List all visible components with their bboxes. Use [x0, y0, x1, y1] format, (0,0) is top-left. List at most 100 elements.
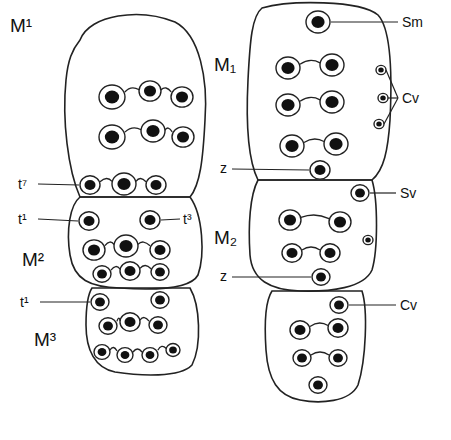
cusp-ring: [320, 244, 340, 262]
cusp-ring: [114, 235, 138, 257]
cusp-tip: [329, 138, 342, 150]
cusp-tip: [169, 347, 177, 354]
cusp-crest: [310, 323, 328, 326]
cusp-tip: [146, 125, 159, 137]
cusp-ring: [312, 269, 330, 286]
cusp-label: t¹: [20, 295, 29, 309]
cusp-tip: [105, 131, 119, 144]
cusp-tip: [103, 322, 113, 331]
cusp-label: z: [220, 161, 227, 175]
cusp-tip: [119, 240, 132, 252]
leader-lines: [38, 22, 398, 305]
cusp-ring: [374, 119, 384, 128]
cusp-ring: [151, 292, 169, 309]
tooth-name: M₁: [214, 55, 236, 74]
cusp-tip: [333, 323, 344, 333]
cusp-ring: [378, 93, 388, 102]
cusp-tip: [177, 132, 189, 143]
cusp-label: Cv: [402, 91, 419, 105]
cusp-label: z: [220, 269, 227, 283]
cusp-ring: [172, 127, 194, 147]
tooth-name: M³: [34, 330, 56, 349]
cusp-ring: [91, 294, 109, 311]
cusp-tip: [155, 268, 165, 277]
cusp-crest: [300, 60, 320, 64]
cusp-tip: [287, 248, 298, 258]
cusp-label: t¹: [18, 212, 27, 226]
cusp-tip: [125, 317, 136, 327]
tooth-outline: [68, 197, 202, 289]
cusp-ring: [140, 211, 160, 229]
cusp-ring: [324, 133, 348, 155]
cusp-tip: [325, 59, 338, 71]
cusp-ring: [276, 94, 300, 116]
cusp-tip: [285, 140, 298, 152]
cusp-ring: [290, 321, 310, 339]
cusp-ring: [99, 85, 125, 109]
cusp-crest: [158, 346, 166, 350]
cusp-crest: [100, 179, 112, 182]
cusp-ring: [99, 125, 125, 149]
cusp-crest: [311, 352, 329, 355]
cusp-label: Cv: [400, 298, 417, 312]
cusp-ring: [99, 318, 117, 335]
cusp-ring: [282, 244, 302, 262]
tooth-outline: [247, 3, 391, 180]
tooth-outline: [65, 15, 206, 197]
cusp-tip: [176, 92, 188, 103]
cusp-crest: [140, 318, 149, 322]
cusp-crest: [133, 349, 142, 352]
cusp-tip: [88, 245, 100, 256]
cusp-tip: [281, 62, 294, 74]
cusp-crest: [301, 215, 329, 219]
cusp-ring: [376, 65, 386, 74]
cusp-tip: [281, 99, 294, 111]
cusp-tip: [297, 354, 307, 363]
cusp-ring: [112, 173, 136, 195]
cusp-ring: [151, 264, 169, 281]
cusp-tip: [316, 273, 326, 282]
tooth-name: M²: [22, 250, 44, 269]
cusp-tip: [117, 178, 130, 190]
cusp-tip: [311, 16, 324, 28]
cusp-crest: [110, 347, 117, 350]
cusp-tip: [355, 189, 365, 198]
cusp-ring: [93, 266, 111, 283]
cusp-tip: [284, 215, 296, 226]
cusp-crest: [111, 267, 120, 271]
cusp-crest: [304, 139, 324, 142]
cusp-tip: [85, 180, 96, 190]
cusp-tip: [105, 91, 119, 104]
tooth-name: M¹: [10, 16, 32, 35]
cusp-tip: [155, 245, 166, 255]
cusp-tip: [125, 266, 136, 276]
cusp-tip: [121, 351, 130, 359]
cusp-tip: [333, 354, 343, 363]
cusp-ring: [328, 319, 348, 337]
cusp-tip: [155, 296, 165, 305]
tooth-name: M₂: [214, 228, 237, 247]
cusp-ring: [363, 235, 373, 244]
cusp-ring: [83, 240, 105, 260]
cusp-crest: [161, 88, 171, 92]
cusp-tip: [84, 216, 95, 226]
cusp-tip: [151, 180, 162, 190]
cusp-crest: [302, 247, 320, 250]
cusp-tip: [146, 351, 155, 359]
cusp-ring: [329, 212, 351, 232]
cusp-ring: [320, 91, 344, 113]
cusp-ring: [120, 313, 140, 331]
cusp-ring: [94, 345, 110, 360]
cusp-ring: [166, 344, 180, 357]
cusp-ring: [330, 297, 348, 314]
cusp-crest: [125, 128, 141, 132]
cusp-label: t⁷: [18, 177, 27, 191]
cusp-tip: [97, 270, 107, 279]
cusp-label: Sv: [400, 186, 416, 200]
cusp-ring: [276, 57, 300, 79]
cusp-ring: [280, 135, 304, 157]
cusp-ring: [171, 87, 193, 107]
cusp-tip: [144, 86, 156, 97]
cusp-crest: [140, 266, 151, 269]
cusp-ring: [279, 210, 301, 230]
